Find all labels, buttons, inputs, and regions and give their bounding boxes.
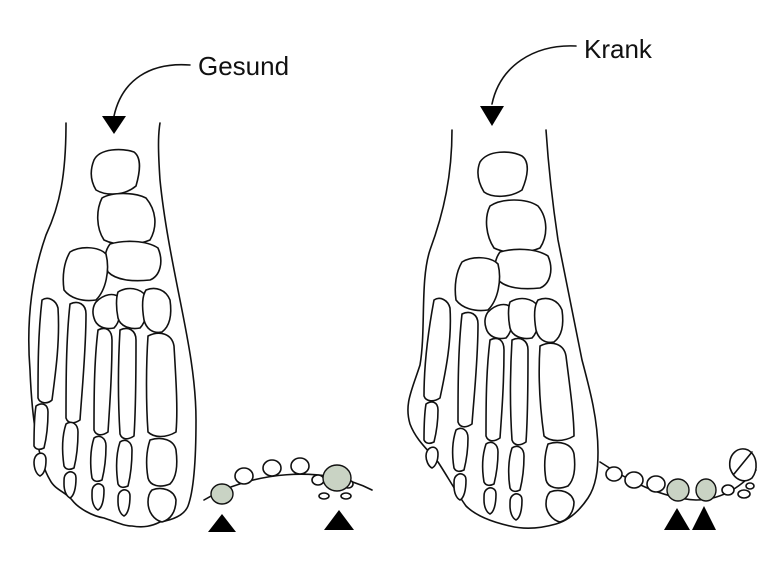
phalanx-2b-sick [509,493,523,521]
highlight-bone-sick-right [695,478,717,502]
bone-cuneiform-2-sick [507,297,540,340]
section-small-h1 [318,492,330,500]
phalanx-2a-sick [507,445,525,493]
highlight-bone-healthy-left [210,483,234,505]
phalanx-1b-sick [545,489,575,523]
bone-calcaneus-top [96,192,156,246]
bone-navicular [104,240,162,282]
phalanx-2a [115,439,133,489]
arrow-head-sick [480,106,504,126]
metatarsal-1-sick [538,342,575,442]
foot-outline-healthy [28,122,197,528]
bone-cuneiform-3-sick [533,297,564,344]
arrow-head-healthy [102,116,126,134]
bone-cuneiform-2 [115,287,148,330]
phalanx-3b [91,483,105,511]
arrow-shaft-healthy [113,63,191,117]
bone-talus [90,148,141,195]
section-small-h2 [340,492,352,500]
metatarsal-3-sick [485,337,505,442]
label-sick: Krank [584,34,652,64]
metatarsal-2-sick [509,337,529,446]
highlight-bone-healthy-right [322,464,352,492]
section-ellipse-h1 [234,467,254,485]
section-ellipse-s6 [745,482,755,490]
bone-cuneiform-1 [92,293,122,330]
phalanx-5b [33,452,47,477]
phalanx-4b-sick [453,473,467,501]
phalanx-4b [63,471,77,499]
section-ellipse-h3 [290,457,310,475]
section-ellipse-s1 [605,466,623,482]
phalanx-3a [89,435,107,483]
section-large-displaced [728,448,757,482]
arch-curve-sick [599,461,757,501]
bone-navicular-sick [494,248,552,290]
bone-cuneiform-1-sick [484,303,514,340]
marker-triangle-healthy-left [208,514,236,532]
metatarsal-2 [117,327,137,440]
section-ellipse-s4 [721,484,735,496]
phalanx-3a-sick [481,441,499,487]
bone-talus-sick [477,151,529,198]
metatarsal-3 [93,327,113,436]
section-large-displaced-line [733,451,753,475]
phalanx-4a-sick [451,427,469,473]
section-ellipse-s5 [737,489,751,499]
foot-outline-sick [407,129,599,529]
phalanx-5b-sick [425,446,439,469]
phalanx-1b [147,487,177,523]
marker-triangle-healthy-right [324,510,354,530]
bone-cuneiform-3 [141,287,172,334]
metatarsal-4 [65,301,87,424]
metatarsal-1 [145,332,178,438]
label-healthy: Gesund [198,51,290,81]
metatarsal-5 [37,297,60,404]
metatarsal-5-sick [423,297,452,402]
section-ellipse-s2 [624,471,644,489]
section-ellipse-s3 [646,475,666,493]
marker-triangle-sick-right [692,506,716,530]
phalanx-3b-sick [483,487,497,515]
foot-healthy [28,63,373,532]
phalanx-5a-sick [423,401,439,445]
phalanx-1a-sick [543,441,576,489]
phalanx-1a [145,437,178,487]
bone-calcaneus-top-sick [485,199,547,254]
arrow-shaft-sick [491,45,577,105]
bone-cuboid [62,246,109,302]
marker-triangle-sick-left [664,508,690,530]
section-ellipse-h2 [262,459,282,477]
section-ellipse-h4 [311,474,325,486]
metatarsal-4-sick [457,311,479,428]
phalanx-4a [61,421,79,471]
phalanx-5a [33,403,49,451]
bone-cuboid-sick [454,256,501,312]
highlight-bone-sick-left [666,478,690,502]
phalanx-2b [117,489,131,517]
foot-sick [407,45,757,530]
